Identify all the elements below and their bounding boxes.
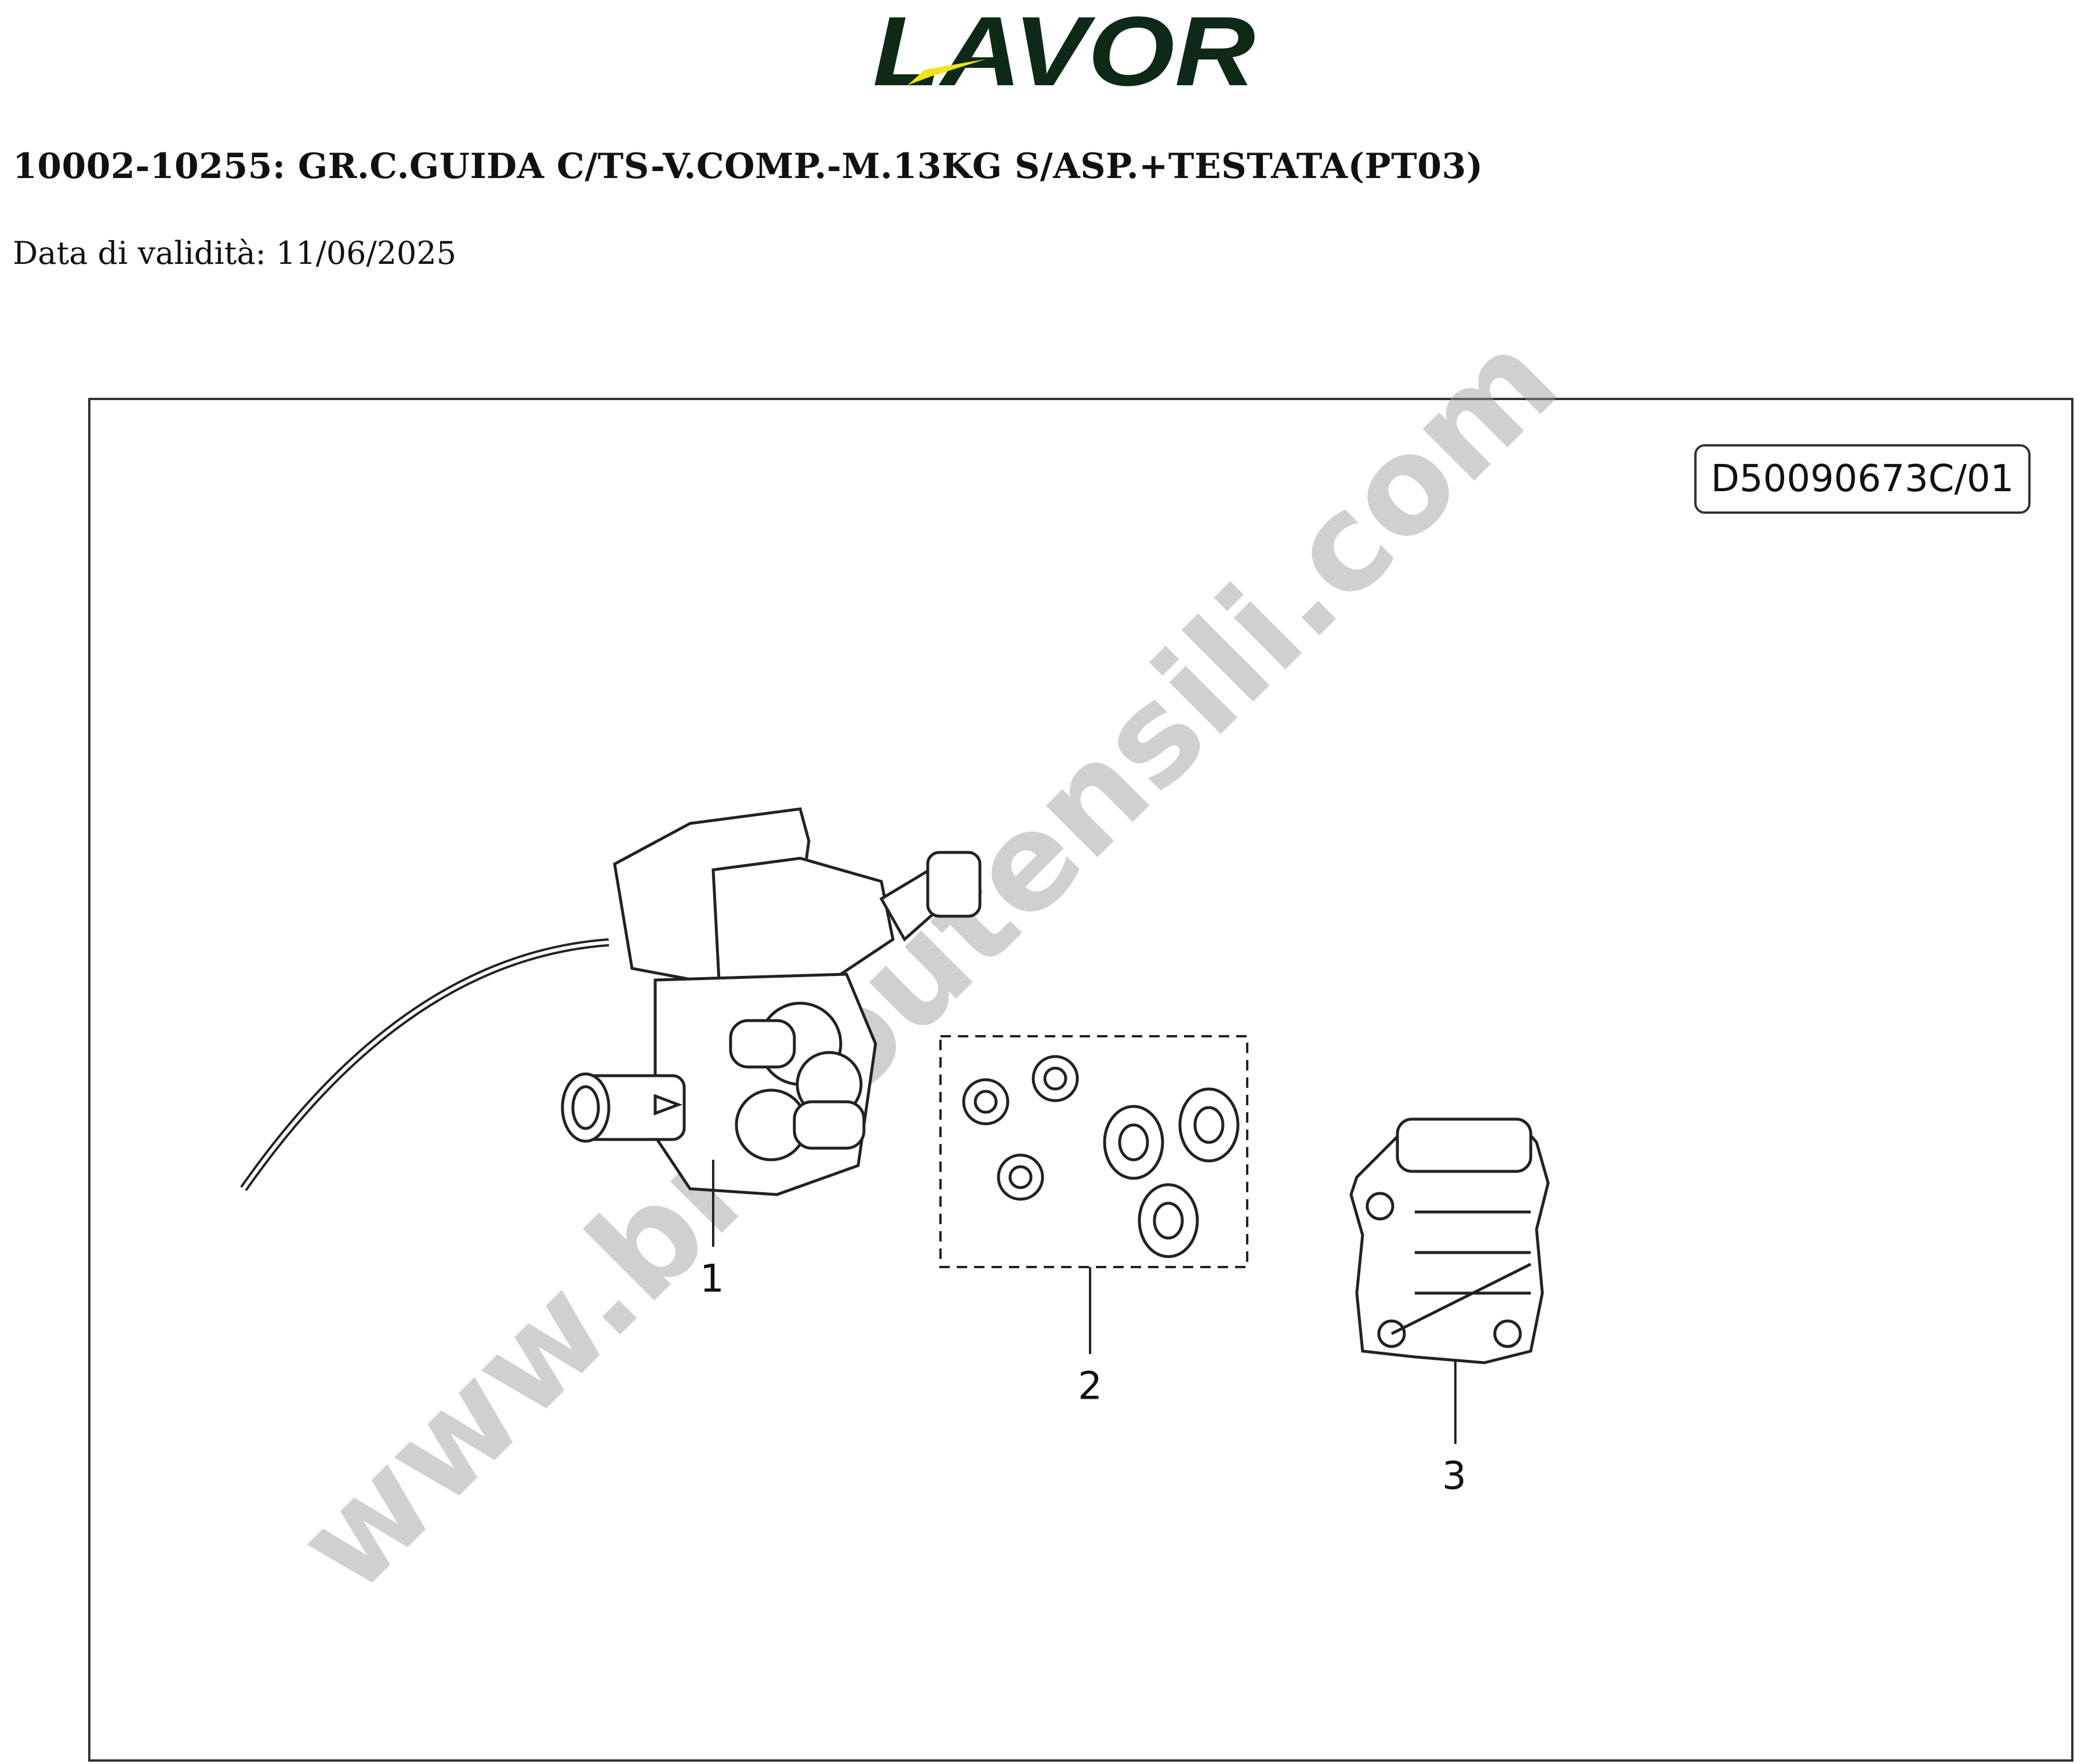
part-3-head [1349,1117,1550,1444]
callout-2: 2 [1078,1363,1102,1409]
drawing-code-badge: D50090673C/01 [1694,444,2031,514]
validity-date: Data di validità: 11/06/2025 [13,235,457,271]
page-title: 10002-10255: GR.C.GUIDA C/TS-V.COMP.-M.1… [13,146,1483,187]
lavor-logo: LAVOR [873,7,1255,94]
svg-text:LAVOR: LAVOR [873,7,1255,94]
part-2-valve-kit [939,1035,1248,1354]
exploded-drawing-frame [88,398,2073,1762]
callout-1: 1 [700,1256,724,1301]
callout-3: 3 [1442,1453,1466,1498]
part-1-pump-assembly [240,807,982,1247]
